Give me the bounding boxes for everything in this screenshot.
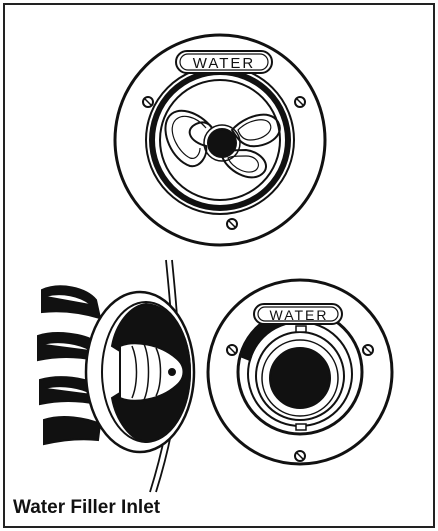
open-screw-left bbox=[226, 344, 238, 356]
hand-with-cap bbox=[37, 259, 196, 493]
screw-bottom bbox=[226, 218, 238, 230]
open-plate-label: WATER bbox=[270, 307, 329, 323]
open-screw-bottom bbox=[294, 450, 306, 462]
figure-border bbox=[3, 3, 435, 528]
cap-center-hub bbox=[207, 128, 237, 158]
screw-left bbox=[142, 96, 154, 108]
screw-right bbox=[294, 96, 306, 108]
filler-cap-closed bbox=[113, 33, 327, 247]
label-plate bbox=[175, 50, 273, 74]
outer-flange bbox=[113, 33, 327, 247]
filler-open bbox=[206, 278, 394, 466]
top-plate-label: WATER bbox=[193, 55, 256, 72]
open-inlet-hole bbox=[269, 347, 331, 409]
label-plate-inner bbox=[179, 53, 269, 71]
open-screw-right bbox=[362, 344, 374, 356]
cap-grip-lobe-2 bbox=[230, 113, 281, 148]
figure-caption: Water Filler Inlet bbox=[13, 497, 161, 518]
cap-grip-lobe-1-inner bbox=[171, 115, 207, 159]
open-label-plate bbox=[253, 303, 343, 325]
cap-grip-lobe-2-inner bbox=[237, 119, 272, 141]
cap-grip-lobe-1 bbox=[164, 109, 213, 168]
cap-disc bbox=[159, 79, 281, 201]
hand-fingers bbox=[41, 285, 102, 320]
cap-grip-lobe-3-inner bbox=[227, 155, 259, 173]
